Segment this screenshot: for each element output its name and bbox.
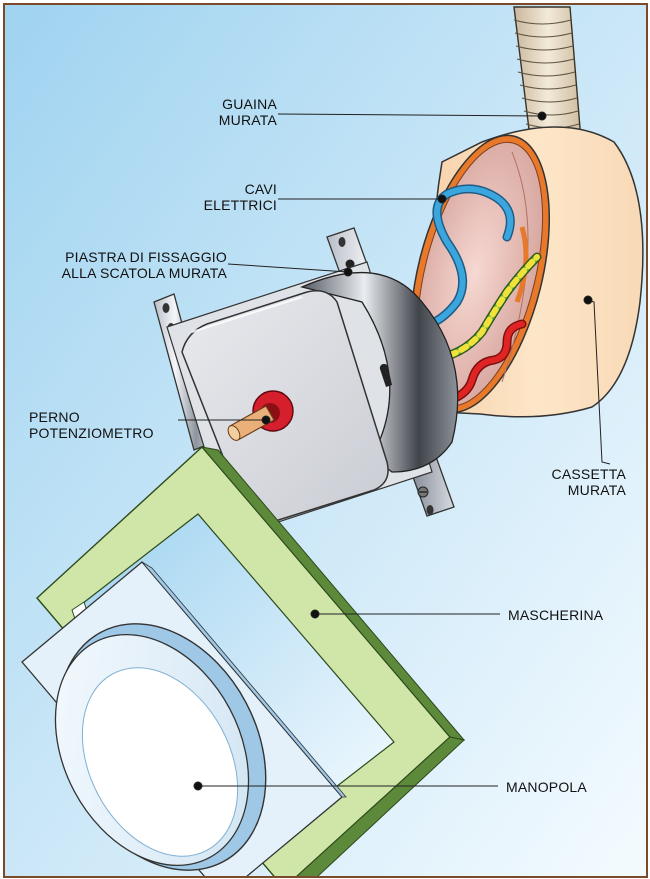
label-cassetta-murata: CASSETTA MURATA (551, 466, 626, 498)
knob (21, 561, 347, 876)
label-mascherina: MASCHERINA (508, 607, 604, 623)
leader-lines (178, 111, 611, 791)
diagram-frame: GUAINA MURATA CAVI ELETTRICI PIASTRA DI … (3, 3, 648, 878)
exploded-diagram (5, 5, 646, 876)
label-cavi-elettrici: CAVI ELETTRICI (203, 181, 277, 213)
label-guaina-murata: GUAINA MURATA (218, 96, 277, 128)
label-perno-potenziometro: PERNO POTENZIOMETRO (29, 409, 154, 441)
label-piastra-fissaggio: PIASTRA DI FISSAGGIO ALLA SCATOLA MURATA (61, 249, 227, 281)
label-manopola: MANOPOLA (506, 779, 587, 795)
